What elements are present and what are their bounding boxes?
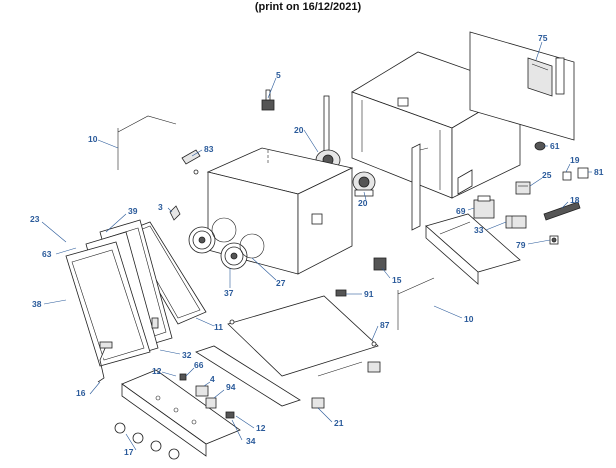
callout-10-left: 10 (88, 134, 98, 144)
leader-lines (41, 41, 592, 451)
part-69-transformer (473, 195, 495, 219)
callout-69: 69 (456, 206, 466, 216)
callout-63: 63 (42, 249, 52, 259)
callout-12-left: 12 (152, 366, 162, 376)
callout-87: 87 (380, 320, 390, 330)
callout-32: 32 (182, 350, 192, 360)
callout-75: 75 (538, 33, 548, 43)
part-61-knob (534, 141, 546, 151)
callout-16: 16 (76, 388, 86, 398)
part-3-hinge (169, 205, 181, 221)
control-knobs (114, 422, 180, 460)
part-79-sensor (549, 235, 559, 245)
back-panel (469, 31, 575, 141)
drip-strip (195, 345, 301, 407)
part-15-fuse (373, 257, 387, 271)
callout-34: 34 (246, 436, 256, 446)
outer-door (65, 241, 159, 367)
part-19-connector (562, 171, 572, 181)
bottom-plate (227, 295, 379, 377)
callout-66: 66 (194, 360, 204, 370)
foot-rear (367, 361, 381, 373)
part-81-connector (577, 167, 589, 179)
callout-12-right: 12 (256, 423, 266, 433)
fan-motor-top (315, 95, 341, 171)
callout-15: 15 (392, 275, 402, 285)
callout-20-top: 20 (294, 125, 304, 135)
callout-91: 91 (364, 289, 374, 299)
callout-83: 83 (204, 144, 214, 154)
control-base-plate (425, 213, 521, 285)
callout-20-bottom: 20 (358, 198, 368, 208)
callout-61: 61 (550, 141, 560, 151)
callout-3: 3 (158, 202, 163, 212)
callout-39: 39 (128, 206, 138, 216)
callout-labels: 75 5 20 20 10 83 61 19 81 25 18 23 39 3 … (30, 33, 604, 457)
callout-18: 18 (570, 195, 580, 205)
callout-79: 79 (516, 240, 526, 250)
callout-94: 94 (226, 382, 236, 392)
side-bracket (411, 143, 429, 231)
foot-front (311, 397, 325, 409)
callout-4: 4 (210, 374, 215, 384)
print-date-title: (print on 16/12/2021) (254, 1, 362, 13)
part-4-switch (195, 385, 209, 397)
part-5-switch (261, 89, 275, 111)
part-83-bracket (181, 149, 201, 175)
callout-21: 21 (334, 418, 344, 428)
callout-25: 25 (542, 170, 552, 180)
callout-11: 11 (214, 322, 223, 332)
heating-element-right (220, 242, 248, 270)
heating-element-left (188, 226, 216, 254)
part-18-terminal-block (543, 201, 581, 221)
part-66-selector (179, 373, 187, 381)
callout-38: 38 (32, 299, 42, 309)
control-panel-front (121, 369, 241, 457)
door-handle (97, 341, 113, 383)
callout-5: 5 (276, 70, 281, 80)
part-33-contactor (505, 215, 527, 229)
part-91-clip (335, 289, 347, 297)
callout-81: 81 (594, 167, 604, 177)
part-34-lamp (225, 411, 235, 419)
callout-19: 19 (570, 155, 580, 165)
right-shelf-rack (397, 277, 435, 330)
callout-10-right: 10 (464, 314, 474, 324)
left-shelf-rack (117, 115, 177, 170)
callout-27: 27 (276, 278, 286, 288)
part-25-relay (515, 181, 531, 195)
part-94-switch (205, 397, 217, 409)
callout-23: 23 (30, 214, 40, 224)
callout-33: 33 (474, 225, 484, 235)
callout-17: 17 (124, 447, 134, 457)
callout-37: 37 (224, 288, 234, 298)
